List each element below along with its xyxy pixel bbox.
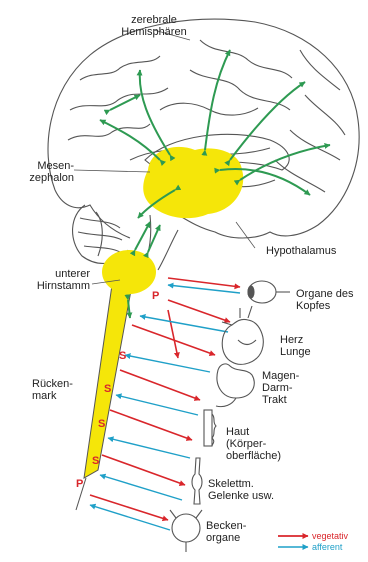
efferent-arrow-pelvic <box>90 495 168 520</box>
label-mesencephalon: Mesen- zephalon <box>18 160 74 184</box>
segment-marker: S <box>104 383 111 395</box>
efferent-arrow-skin <box>110 410 192 440</box>
segment-marker: S <box>119 350 126 362</box>
label-cerebral-hemispheres: zerebrale Hemisphären <box>104 14 204 38</box>
afferent-arrow-gi <box>125 355 210 372</box>
legend-efferent-label: vegetativ <box>312 531 348 541</box>
label-musculoskeletal: Skelettm. Gelenke usw. <box>208 478 274 502</box>
efferent-arrow-heart <box>168 300 230 322</box>
afferent-arrow-skin <box>116 395 198 415</box>
label-gi-tract: Magen- Darm- Trakt <box>262 370 299 406</box>
bladder-icon <box>170 510 202 552</box>
segment-marker: P <box>76 478 83 490</box>
brain-outline <box>48 19 359 270</box>
efferent-arrow-heart-2 <box>168 310 178 358</box>
segment-marker: P <box>152 290 159 302</box>
efferent-arrow-skeletal <box>102 455 185 485</box>
segment-marker: S <box>98 418 105 430</box>
label-head-organs: Organe des Kopfes <box>296 288 353 312</box>
afferent-arrow-heart <box>140 316 228 332</box>
heart-lung-icon <box>222 306 263 364</box>
label-spinal-cord: Rücken- mark <box>32 378 73 402</box>
label-skin: Haut (Körper- oberfläche) <box>226 426 281 462</box>
skin-icon <box>204 410 216 446</box>
label-lower-brainstem: unterer Hirnstamm <box>22 268 90 292</box>
segment-marker: S <box>92 455 99 467</box>
bone-joint-icon <box>192 458 202 504</box>
stomach-icon <box>216 364 254 407</box>
label-hypothalamus: Hypothalamus <box>266 245 336 257</box>
efferent-arrow-gi <box>120 370 200 400</box>
afferent-arrow-skeletal <box>108 438 190 458</box>
label-heart-lung: Herz Lunge <box>280 334 311 358</box>
eye-icon <box>248 281 290 303</box>
label-pelvic-organs: Becken- organe <box>206 520 246 544</box>
legend-afferent-label: afferent <box>312 542 342 552</box>
legend-arrows <box>278 536 308 547</box>
